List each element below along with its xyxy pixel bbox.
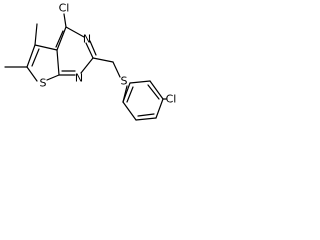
bond-s1-c7a xyxy=(46,74,60,81)
bond-ch2-s xyxy=(112,61,121,78)
bond-ar4-ar5 xyxy=(149,80,164,100)
bond-c2-ch2 xyxy=(92,57,114,63)
bond-ar4-ar5-double xyxy=(147,84,160,100)
atom-n-upper: N xyxy=(83,33,91,46)
atom-s-link: S xyxy=(121,75,128,88)
bond-c5-c6 xyxy=(26,44,36,68)
bond-ar2-ar3-double xyxy=(137,113,155,117)
bond-ar5-ar6 xyxy=(129,80,151,84)
bonds xyxy=(4,13,167,121)
bond-ar1-ar2 xyxy=(122,101,137,121)
bond-c4a-c5 xyxy=(34,44,58,51)
bond-c5-c6-double xyxy=(31,48,40,67)
bond-ar3-ar4 xyxy=(155,98,164,119)
bond-n3-c2 xyxy=(85,42,94,59)
chemical-structure-diagram: Cl N N S S Cl xyxy=(4,2,177,121)
bond-c6-s1 xyxy=(26,66,38,82)
bond-c4-c4a-double xyxy=(55,30,64,48)
bond-ar6-ar1 xyxy=(122,82,131,103)
bond-c5-methyl xyxy=(34,23,38,46)
bond-ar6-ar1-double xyxy=(126,86,134,103)
bond-ar2-ar3 xyxy=(135,117,157,121)
atom-n-lower: N xyxy=(75,72,83,85)
bond-c7a-c4a xyxy=(56,49,60,76)
atom-cl-right: Cl xyxy=(166,93,177,106)
bond-c2-n1 xyxy=(80,57,94,74)
atom-labels: Cl N N S S Cl xyxy=(40,2,177,106)
bond-c4-n3 xyxy=(65,26,85,38)
atom-cl-top: Cl xyxy=(59,2,70,15)
bond-c4-cl xyxy=(63,13,67,28)
bond-c4-c4a xyxy=(56,26,67,51)
atom-s-ring: S xyxy=(40,77,47,90)
bond-n3-c2-double xyxy=(89,40,97,56)
